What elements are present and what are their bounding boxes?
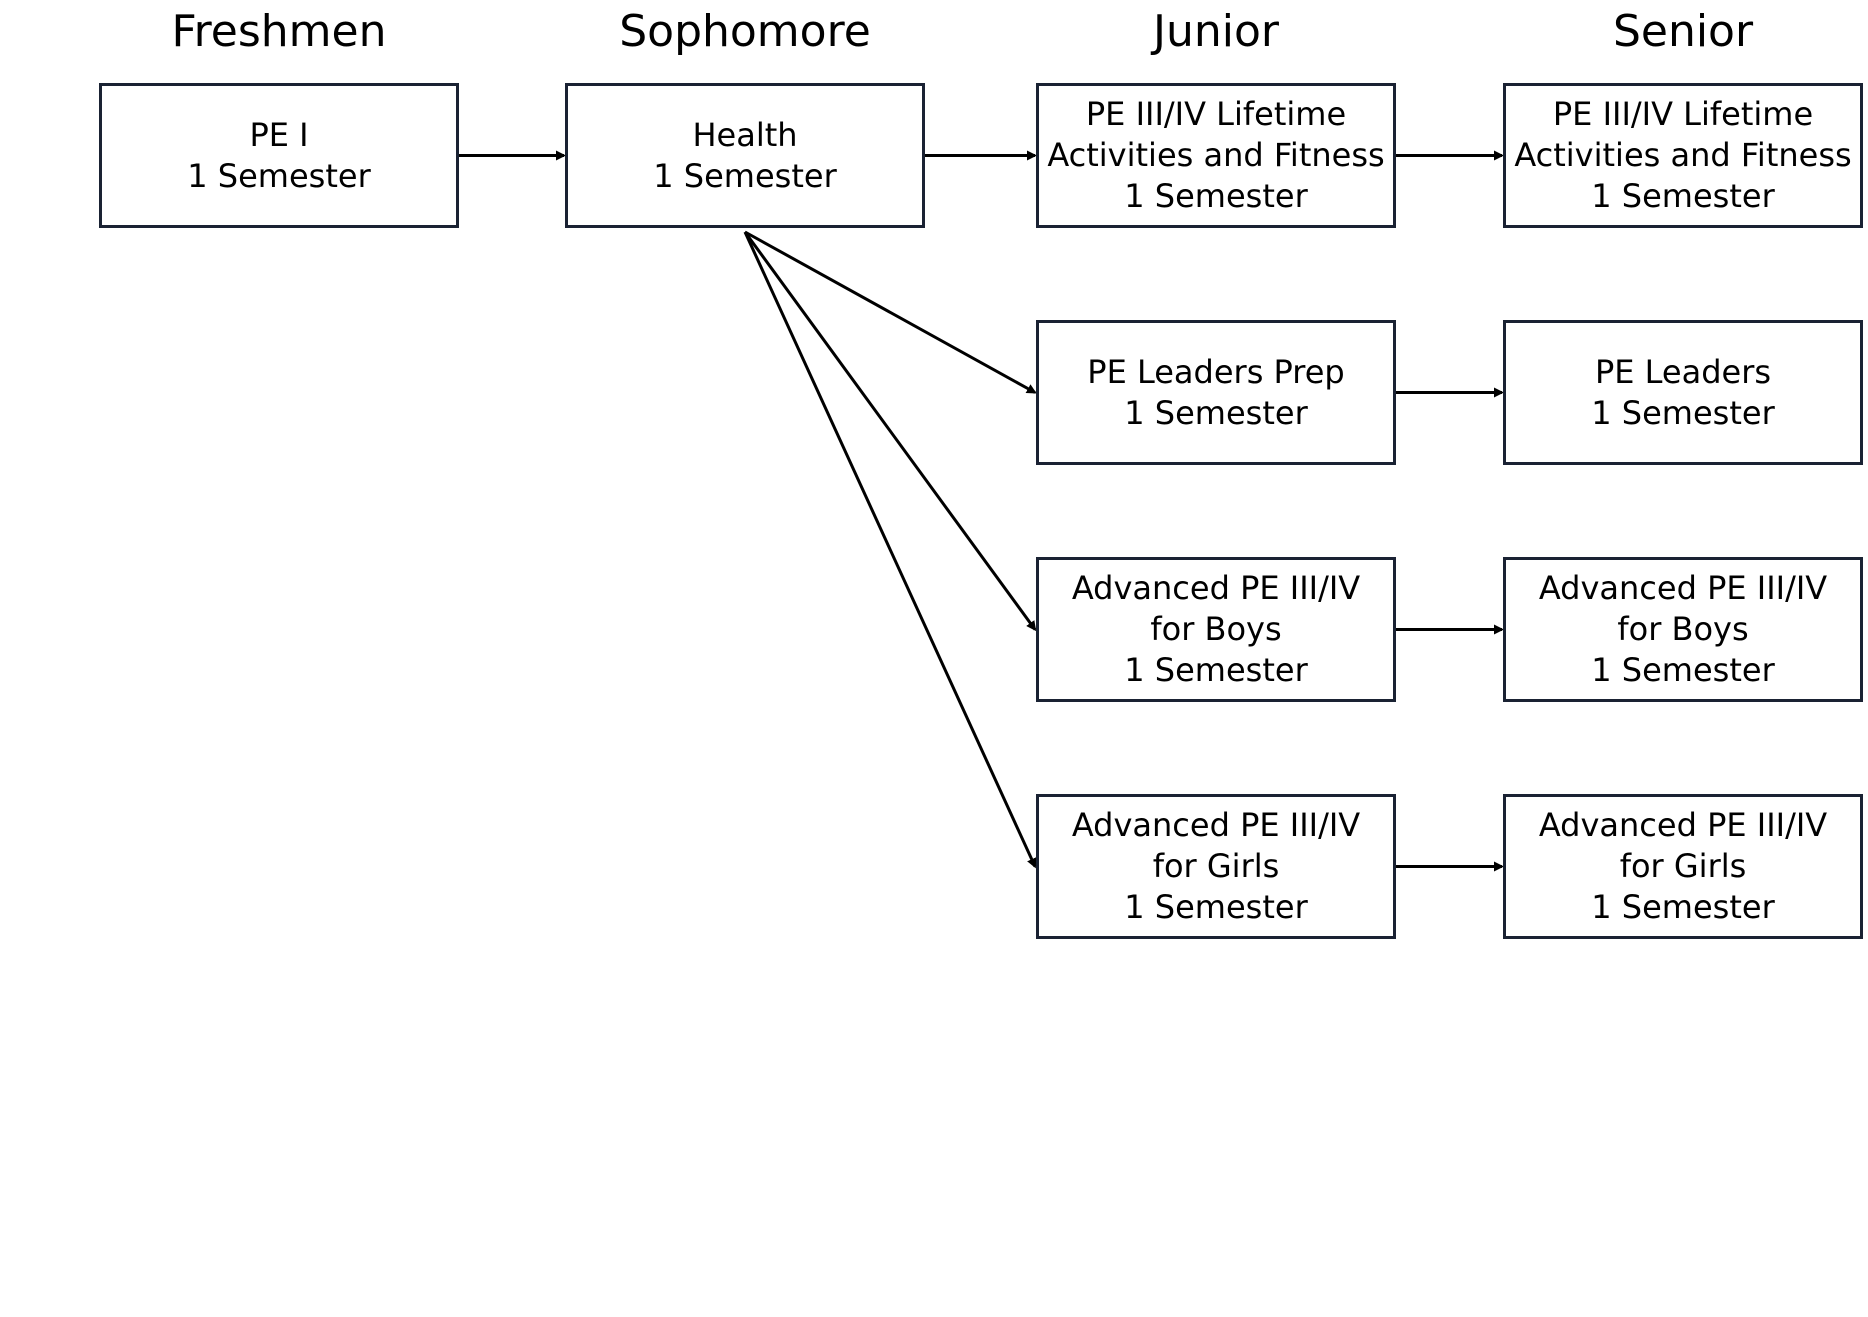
course-name: PE I [249,115,309,154]
course-box-senior-lifetime-activities: PE III/IV Lifetime Activities and Fitnes… [1503,83,1863,228]
course-name-continued: for Boys [1617,610,1749,648]
course-name: Health [692,115,798,154]
course-name: PE III/IV Lifetime [1085,95,1347,133]
course-name: Advanced PE III/IV [1538,806,1828,844]
course-duration: 1 Semester [1124,651,1308,689]
course-name-continued: for Girls [1619,847,1747,885]
course-name-continued: for Boys [1150,610,1282,648]
course-name: Advanced PE III/IV [1071,569,1361,607]
course-box-junior-advanced-pe-boys: Advanced PE III/IV for Boys 1 Semester [1036,557,1396,702]
course-duration: 1 Semester [1591,651,1775,689]
course-duration: 1 Semester [653,156,837,195]
course-duration: 1 Semester [1591,177,1775,215]
course-box-junior-advanced-pe-girls: Advanced PE III/IV for Girls 1 Semester [1036,794,1396,939]
course-name: PE III/IV Lifetime [1552,95,1814,133]
arrow-health-to-junior_adv_girls [743,231,1037,869]
course-box-pe-leaders: PE Leaders 1 Semester [1503,320,1863,465]
arrow-health-to-junior_adv_boys [743,231,1037,632]
course-box-senior-advanced-pe-boys: Advanced PE III/IV for Boys 1 Semester [1503,557,1863,702]
course-name: Advanced PE III/IV [1071,806,1361,844]
course-name: PE Leaders [1594,352,1772,391]
course-duration: 1 Semester [187,156,371,195]
column-header-junior: Junior [1153,6,1279,57]
course-duration: 1 Semester [1124,177,1308,215]
column-header-freshmen: Freshmen [171,6,387,57]
course-duration: 1 Semester [1591,393,1775,432]
column-header-senior: Senior [1612,6,1754,57]
course-name: PE Leaders Prep [1087,352,1345,391]
column-header-sophomore: Sophomore [619,6,871,57]
course-name-continued: for Girls [1152,847,1280,885]
course-box-senior-advanced-pe-girls: Advanced PE III/IV for Girls 1 Semester [1503,794,1863,939]
course-box-junior-lifetime-activities: PE III/IV Lifetime Activities and Fitnes… [1036,83,1396,228]
course-box-pe-1: PE I 1 Semester [99,83,459,228]
course-duration: 1 Semester [1124,888,1308,926]
arrow-health-to-leaders_prep [744,230,1037,394]
course-box-pe-leaders-prep: PE Leaders Prep 1 Semester [1036,320,1396,465]
course-duration: 1 Semester [1124,393,1308,432]
course-name: Advanced PE III/IV [1538,569,1828,607]
course-name-continued: Activities and Fitness [1047,136,1385,174]
course-duration: 1 Semester [1591,888,1775,926]
course-box-health: Health 1 Semester [565,83,925,228]
course-name-continued: Activities and Fitness [1514,136,1852,174]
